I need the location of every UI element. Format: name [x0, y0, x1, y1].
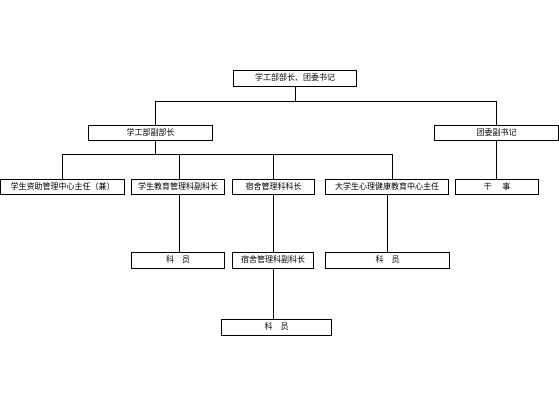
node-dormitory-mgmt-deputy-chief: 宿舍管理科副科长 — [232, 252, 314, 269]
node-deputy-director: 学工部副部长 — [88, 125, 213, 141]
node-student-aid-center-director: 学生资助管理中心主任（兼） — [0, 179, 125, 195]
connector — [295, 86, 296, 101]
node-dormitory-mgmt-chief: 宿舍管理科科长 — [232, 179, 315, 195]
connector — [155, 140, 156, 154]
connector — [496, 101, 497, 125]
node-root: 学工部部长、团委书记 — [233, 70, 357, 87]
connector — [179, 194, 180, 252]
connector — [273, 194, 274, 252]
node-officer: 干 事 — [455, 179, 539, 195]
connector — [392, 154, 393, 179]
node-mental-health-center-director: 大学生心理健康教育中心主任 — [325, 179, 449, 195]
node-mental-health-staff: 科 员 — [325, 252, 450, 269]
connector — [179, 154, 180, 179]
node-youth-league-deputy: 团委副书记 — [434, 125, 559, 141]
connector — [155, 101, 156, 125]
node-education-mgmt-deputy-chief: 学生教育管理科副科长 — [131, 179, 225, 195]
node-education-mgmt-staff: 科 员 — [131, 252, 225, 269]
connector — [155, 101, 497, 102]
connector — [62, 154, 393, 155]
connector — [496, 140, 497, 179]
connector — [387, 194, 388, 252]
connector — [62, 154, 63, 179]
connector — [273, 154, 274, 179]
node-dormitory-mgmt-staff: 科 员 — [221, 319, 332, 336]
connector — [273, 268, 274, 319]
